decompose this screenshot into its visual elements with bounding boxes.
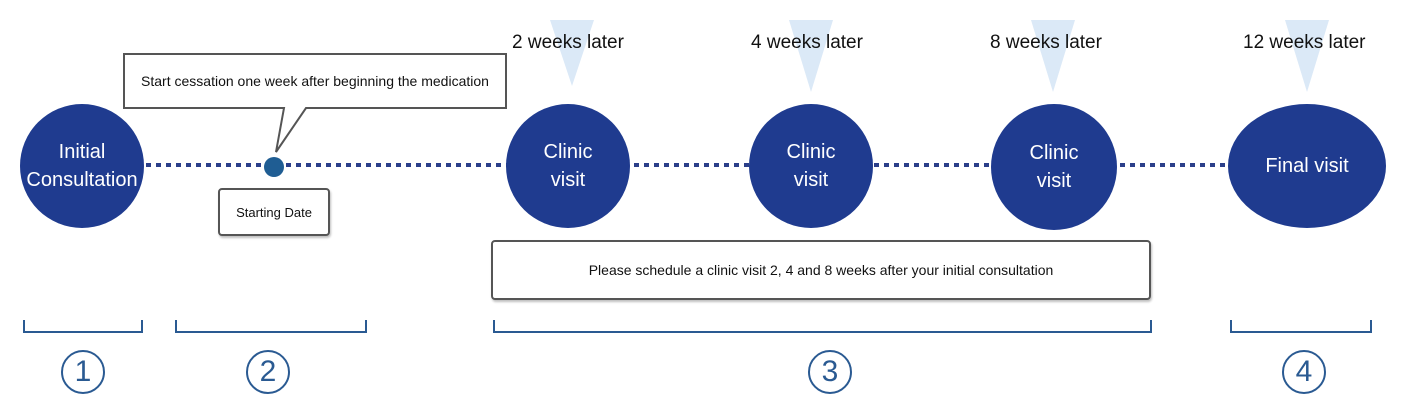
starting-date-box: Starting Date — [218, 188, 330, 236]
step-number-4: 4 — [1282, 350, 1326, 394]
step-number-2: 2 — [246, 350, 290, 394]
node-clinic-visit-2: Clinic visit — [749, 104, 873, 228]
step-number-3: 3 — [808, 350, 852, 394]
week-label-8: 8 weeks later — [990, 32, 1102, 53]
step-brackets — [23, 320, 1372, 333]
step-number-1: 1 — [61, 350, 105, 394]
starting-date-marker — [264, 157, 284, 177]
week-label-2: 2 weeks later — [512, 32, 624, 53]
callout-text: Start cessation one week after beginning… — [141, 73, 489, 89]
callout-bubble — [123, 53, 507, 153]
schedule-note-box: Please schedule a clinic visit 2, 4 and … — [491, 240, 1151, 300]
arrow-12-weeks — [1285, 20, 1329, 92]
arrow-8-weeks — [1031, 20, 1075, 92]
node-clinic-visit-3: Clinic visit — [991, 104, 1117, 230]
arrow-4-weeks — [789, 20, 833, 92]
week-label-4: 4 weeks later — [751, 32, 863, 53]
node-initial-consultation: Initial Consultation — [20, 104, 144, 228]
node-clinic-visit-1: Clinic visit — [506, 104, 630, 228]
node-final-visit: Final visit — [1228, 104, 1386, 228]
arrow-2-weeks — [550, 20, 594, 86]
week-label-12: 12 weeks later — [1243, 32, 1366, 53]
